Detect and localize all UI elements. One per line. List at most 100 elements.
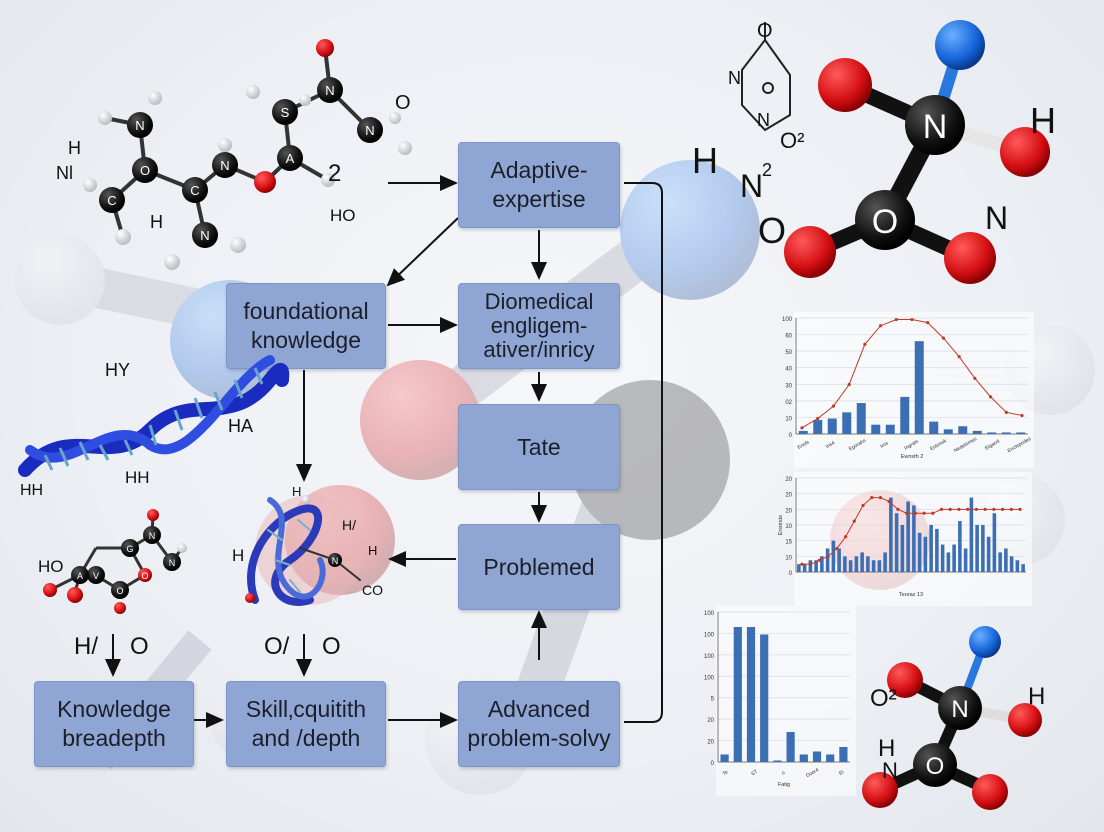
chart-1-bar <box>906 501 910 572</box>
chart-1-point <box>905 511 909 515</box>
m4-label-h: H <box>1028 683 1046 710</box>
chart-2-x-tick: Te <box>722 769 730 777</box>
arrow-label-left-end: O <box>130 633 149 660</box>
chart-0-point <box>957 355 961 359</box>
chart-1-y-tick: 10 <box>785 524 792 530</box>
chart-1-bar <box>871 560 876 572</box>
chart-0-bar <box>1016 432 1026 434</box>
chart-1-bar <box>952 544 956 572</box>
m3-atom-2: N <box>149 531 156 541</box>
chart-0-point <box>831 404 836 408</box>
box-advanced-problem-solving: Advanced problem-solvy <box>458 681 620 767</box>
chart-1-y-tick: 20 <box>785 477 792 483</box>
m4-atom-n: N <box>951 696 968 723</box>
chart-1-bar <box>808 560 813 572</box>
box-problemed: Problemed <box>458 524 620 610</box>
chart-0-y-tick: 50 <box>785 350 792 356</box>
chart-2-x-tick: El <box>838 769 845 776</box>
chart-0-bar <box>885 424 895 434</box>
chart-1-bar <box>940 544 945 572</box>
chart-1-point <box>878 495 883 500</box>
chart-1-point <box>835 546 839 551</box>
m1-atom-8: N <box>325 83 334 98</box>
m4-label-n: N <box>882 758 898 783</box>
chart-0-y-tick: 60 <box>785 334 792 340</box>
chart-1-bar <box>889 497 893 572</box>
hn-label-2: 2 <box>762 160 773 180</box>
chart-2-y-tick: 100 <box>704 611 715 617</box>
molecule-bottom-right: N O <box>862 626 1042 810</box>
chart-0-panel <box>794 312 1034 468</box>
m2-label-h: H <box>1030 100 1056 141</box>
m2-label-n: N <box>985 200 1009 236</box>
hn-label-h: H <box>692 140 718 181</box>
chart-1-bar <box>969 497 974 572</box>
molecule-top-right: N O <box>784 20 1050 284</box>
m2-atom-o: O <box>872 203 898 241</box>
chart-2-bar <box>720 754 729 762</box>
chart-2-bar <box>786 732 795 762</box>
chart-0-bar <box>798 430 808 434</box>
chart-2-bar <box>733 627 742 762</box>
chart-1-y-tick: 20 <box>785 508 792 514</box>
chart-0-bar <box>958 426 968 434</box>
dna2-label-h1: H <box>292 484 302 499</box>
chart-1-point <box>861 503 865 508</box>
chart-0-bar <box>943 429 953 434</box>
chart-1-bar <box>883 552 887 572</box>
ring-label-o: O <box>757 20 773 42</box>
m3-atom-6: N <box>169 558 176 568</box>
chart-2-bar <box>773 760 782 762</box>
ring-label-o2: O² <box>780 128 805 153</box>
chart-2-y-tick: 0 <box>711 761 715 767</box>
chart-1-point <box>817 558 822 562</box>
chart-0-x-tick: Enols <box>797 439 811 451</box>
chart-1-bar <box>963 548 968 572</box>
chart-2-y-tick: 5 <box>711 697 715 703</box>
chart-0-bar <box>1001 432 1011 434</box>
chart-1-bar <box>998 552 1002 572</box>
chart-2-y-tick: 20 <box>707 740 714 746</box>
chart-1-bar <box>860 552 864 572</box>
chart-0-point <box>941 336 946 340</box>
arrow-adaptive-to-foundational <box>386 217 459 287</box>
chart-1-bar <box>837 548 841 572</box>
m1-atom-4: C <box>190 183 199 198</box>
box-knowledge-breadth: Knowledge breadepth <box>34 681 194 767</box>
chart-0-bar <box>972 430 982 434</box>
dna-label-hy: HY <box>105 360 131 380</box>
chart-1-point <box>948 507 952 511</box>
m3-atom-1: G <box>126 544 133 554</box>
box-adaptive-expertise: Adaptive- expertise <box>458 142 620 228</box>
box-foundational-knowledge: foundational knowledge <box>226 283 386 369</box>
chart-1-bar <box>958 521 962 572</box>
chart-0-point <box>988 395 993 399</box>
chart-1-bar <box>894 513 899 572</box>
chart-1-bar <box>877 560 882 572</box>
chart-1-y-tick: 20 <box>785 493 792 499</box>
chart-1-point <box>992 507 996 511</box>
dna-helix-left <box>18 355 290 477</box>
chart-0-bar <box>900 396 910 434</box>
box-tate: Tate <box>458 404 620 490</box>
chart-1-point <box>809 562 813 566</box>
chart-1-y-label: Ersonde <box>778 515 784 536</box>
chart-1-point <box>957 507 961 511</box>
chart-0-point <box>894 317 898 322</box>
chart-1-bar <box>929 525 933 572</box>
chart-1-point <box>983 507 987 511</box>
m3-atom-4: O <box>116 586 123 596</box>
chart-1-point <box>870 495 874 500</box>
chart-1-point <box>913 511 917 515</box>
chart-1-bar <box>923 536 928 572</box>
dna2-label-h3: H <box>232 546 245 565</box>
chart-1-bar <box>986 536 991 572</box>
ring-molecule <box>741 22 791 132</box>
chart-1-bar <box>843 556 847 572</box>
chart-0-point <box>847 382 851 387</box>
m3-atom-3: V <box>93 571 99 581</box>
chart-0-y-tick: 02 <box>785 400 792 406</box>
m1-atom-6: N <box>200 228 209 243</box>
